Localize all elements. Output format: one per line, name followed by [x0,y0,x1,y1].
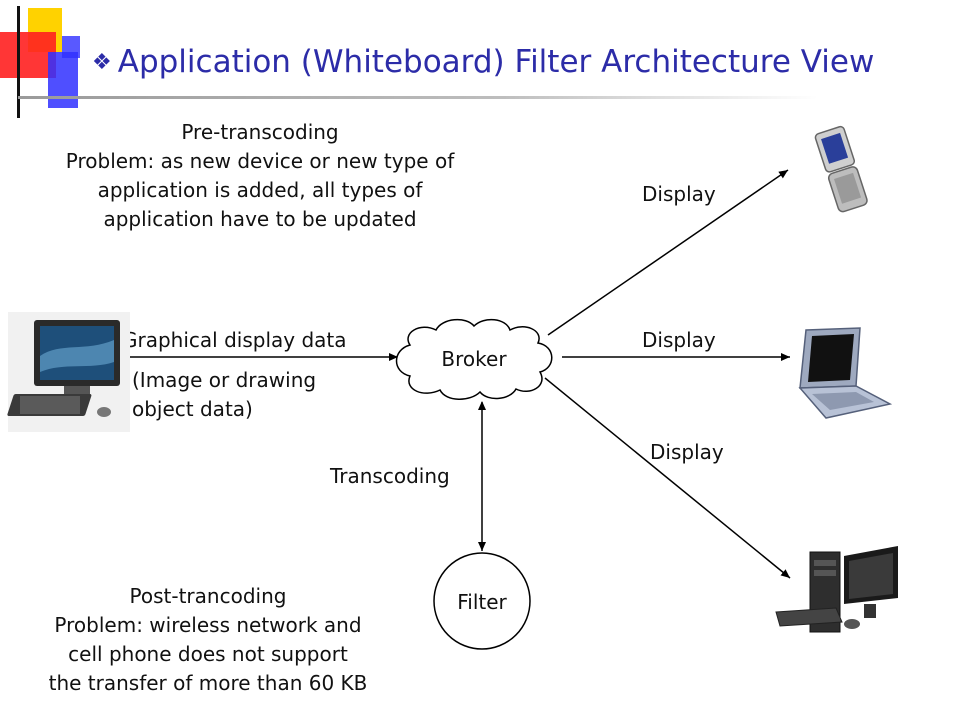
note-line: cell phone does not support [68,642,348,666]
arrow-broker-to-workstation [544,377,791,579]
desktop-computer-icon [7,312,130,432]
desktop-workstation-icon [775,546,898,633]
filter-node [433,552,531,650]
broker-cloud-icon [395,318,553,400]
note-line: application have to be updated [103,207,417,231]
filter-label: Filter [457,590,507,614]
laptop-icon [798,327,893,419]
title-underline [18,96,818,99]
title-vertical-rule [17,6,20,118]
note-line: application is added, all types of [97,178,423,202]
arrow-broker-to-phone [547,169,789,336]
graphical-data-label: Graphical display data [122,328,347,352]
display-label-laptop: Display [642,328,716,352]
pre-transcoding-note: Pre-transcoding Problem: as new device o… [20,118,500,234]
post-transcoding-note: Post-trancoding Problem: wireless networ… [8,582,408,698]
broker-label: Broker [441,347,507,371]
slide-title: ❖Application (Whiteboard) Filter Archite… [92,44,874,80]
note-line: Problem: as new device or new type of [65,149,455,173]
note-line: the transfer of more than 60 KB [48,671,368,695]
note-line: Pre-transcoding [181,120,339,144]
object-data-line: (Image or drawing [132,368,317,392]
flip-phone-icon [814,125,868,213]
display-label-phone: Display [642,182,716,206]
note-line: Post-trancoding [129,584,287,608]
slide-title-text: Application (Whiteboard) Filter Architec… [117,44,875,80]
display-label-workstation: Display [650,440,724,464]
note-line: Problem: wireless network and [54,613,362,637]
transcoding-label: Transcoding [330,464,450,488]
diamond-bullet-icon: ❖ [92,50,112,75]
object-data-line: object data) [132,397,253,421]
object-data-label: (Image or drawing object data) [132,366,316,424]
logo-mark [0,0,90,110]
